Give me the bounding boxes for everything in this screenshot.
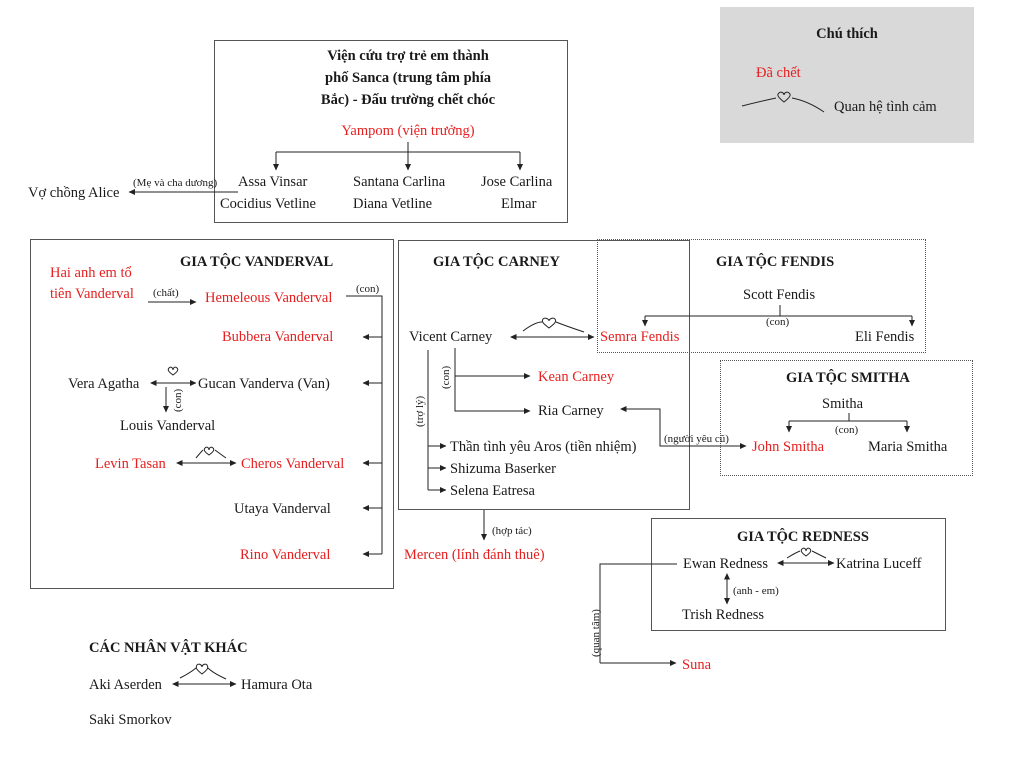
vera-gucan-heart — [167, 366, 179, 376]
redness-box — [651, 518, 946, 631]
ewan-katrina-heart — [800, 547, 812, 557]
shizuma: Shizuma Baserker — [450, 461, 556, 477]
vicent-semra-heart-line — [522, 321, 585, 333]
others-title: CÁC NHÂN VẬT KHÁC — [89, 640, 248, 656]
vicent: Vicent Carney — [409, 329, 493, 345]
orphanage-title-line3: Bắc) - Đấu trường chết chóc — [320, 92, 496, 108]
sibling-label: (anh - em) — [733, 585, 779, 597]
mercen: Mercen (lính đánh thuê) — [404, 547, 545, 563]
vanderval-title: GIA TỘC VANDERVAL — [180, 254, 334, 270]
foster-target: Vợ chồng Alice — [28, 185, 120, 201]
suna: Suna — [682, 657, 711, 673]
john: John Smitha — [752, 439, 825, 455]
fendis-title: GIA TỘC FENDIS — [716, 254, 835, 270]
fendis-con-label: (con) — [766, 316, 790, 328]
vera-agatha: Vera Agatha — [68, 376, 140, 392]
legend-dead-label: Đã chết — [756, 65, 801, 81]
former-lover-label: (người yêu cũ) — [664, 433, 729, 445]
foster-label: (Mẹ và cha dương) — [133, 177, 218, 189]
orphanage-jose: Jose Carlina — [481, 174, 553, 190]
smitha: Smitha — [822, 396, 864, 412]
aide-label: (trợ lý) — [414, 395, 426, 427]
aki: Aki Aserden — [89, 677, 162, 693]
hamura: Hamura Ota — [241, 677, 313, 693]
utaya: Utaya Vanderval — [234, 501, 331, 517]
maria: Maria Smitha — [868, 439, 948, 455]
care-line — [599, 563, 677, 663]
scott: Scott Fendis — [743, 287, 816, 303]
orphanage-diana: Diana Vetline — [353, 196, 433, 212]
gucan-con-label: (con) — [172, 388, 184, 412]
louis: Louis Vanderval — [120, 418, 216, 434]
ria: Ria Carney — [538, 403, 604, 419]
hemeleous: Hemeleous Vanderval — [205, 290, 333, 306]
aki-hamura-heart — [195, 663, 209, 675]
levin-cheros-heart — [203, 446, 215, 456]
selena: Selena Eatresa — [450, 483, 535, 499]
aros: Thần tình yêu Aros (tiền nhiệm) — [450, 439, 637, 455]
gucan: Gucan Vanderva (Van) — [198, 376, 330, 392]
chat-label: (chất) — [153, 287, 179, 299]
legend-heart — [777, 91, 791, 103]
saki: Saki Smorkov — [89, 712, 172, 728]
ria-john-link — [620, 406, 747, 449]
katrina: Katrina Luceff — [836, 556, 922, 572]
vanderval-ancestors-line2: tiên Vanderval — [50, 286, 134, 302]
kean: Kean Carney — [538, 369, 615, 385]
orphanage-title-line1: Viện cứu trợ trẻ em thành — [327, 48, 489, 64]
orphanage-assa: Assa Vinsar — [238, 174, 308, 190]
eli: Eli Fendis — [855, 329, 915, 345]
legend-box — [720, 7, 974, 143]
levin-cheros-heart-line — [195, 449, 227, 459]
rino: Rino Vanderval — [240, 547, 331, 563]
orphanage-cocidius: Cocidius Vetline — [220, 196, 316, 212]
vanderval-spine — [346, 295, 383, 554]
vanderval-ancestors-line1: Hai anh em tổ — [50, 265, 132, 281]
carney-child-line — [454, 348, 526, 412]
ewan: Ewan Redness — [683, 556, 768, 572]
cheros: Cheros Vanderval — [241, 456, 345, 472]
legend-heart-line — [741, 97, 825, 113]
orphanage-title-line2: phố Sanca (trung tâm phía — [325, 70, 491, 86]
carney-con-label: (con) — [440, 365, 452, 389]
legend-love-label: Quan hệ tình cảm — [834, 99, 937, 115]
vanderval-con-label: (con) — [356, 283, 380, 295]
bubbera: Bubbera Vanderval — [222, 329, 334, 345]
orphanage-santana: Santana Carlina — [353, 174, 446, 190]
fendis-box — [597, 239, 926, 353]
hop-tac-label: (hợp tác) — [492, 525, 532, 537]
levin-tasan: Levin Tasan — [95, 456, 166, 472]
orphanage-director: Yampom (viện trưởng) — [341, 123, 475, 139]
ewan-katrina-heart-line — [786, 550, 827, 559]
orphanage-box — [214, 40, 568, 223]
trish: Trish Redness — [682, 607, 765, 623]
semra: Semra Fendis — [600, 329, 680, 345]
aki-hamura-heart-line — [179, 667, 227, 680]
smitha-title: GIA TỘC SMITHA — [786, 370, 910, 386]
smitha-con-label: (con) — [835, 424, 859, 436]
orphanage-elmar: Elmar — [501, 196, 537, 212]
redness-title: GIA TỘC REDNESS — [737, 529, 869, 545]
carney-title: GIA TỘC CARNEY — [433, 254, 561, 270]
vanderval-box — [30, 239, 394, 589]
legend-title: Chú thích — [816, 26, 878, 42]
care-label: (quan tâm) — [590, 609, 602, 657]
vicent-semra-heart — [541, 317, 557, 329]
carney-box — [398, 240, 690, 510]
